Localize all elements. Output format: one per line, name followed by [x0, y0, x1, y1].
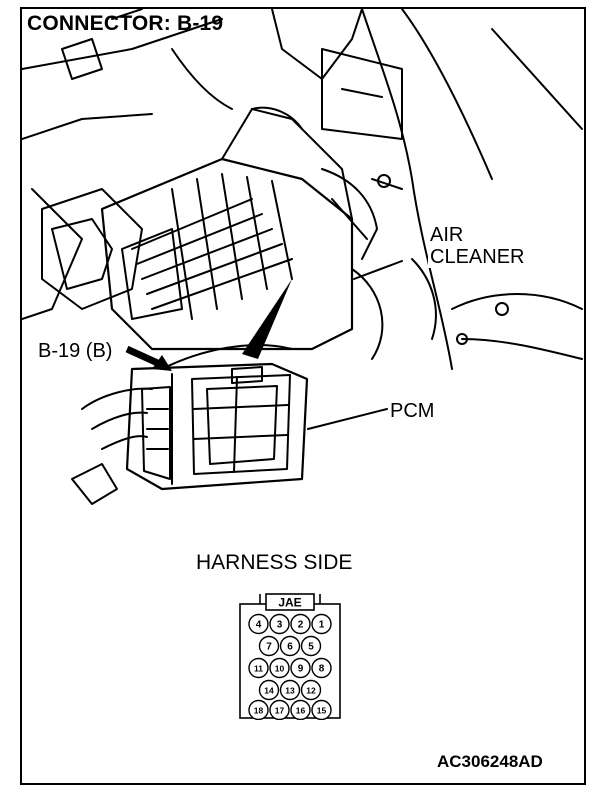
pin-9-label: 9	[298, 664, 304, 675]
air-cleaner-label-line2: CLEANER	[430, 246, 525, 268]
pin-18-circle	[248, 699, 269, 720]
pin-6-label: 6	[287, 642, 293, 653]
pin-15-label: 15	[317, 706, 327, 716]
pin-2-label: 2	[298, 620, 304, 631]
connector-latch	[265, 593, 315, 611]
connector-maker: JAE	[278, 596, 301, 610]
pin-16-circle	[290, 699, 311, 720]
pin-12-label: 12	[306, 686, 316, 696]
air-cleaner-label-line1: AIR	[430, 224, 464, 246]
pin-11-circle	[248, 657, 269, 679]
figure-code: AC306248AD	[437, 752, 543, 771]
figure-frame	[20, 7, 586, 785]
pin-12-circle	[300, 679, 322, 701]
harness-side-caption: HARNESS SIDE	[196, 551, 353, 574]
pin-3-label: 3	[277, 620, 283, 631]
pcm-label: PCM	[390, 400, 435, 422]
pin-8-circle	[311, 657, 332, 679]
pin-1-circle	[311, 613, 332, 635]
pin-11-label: 11	[254, 664, 263, 674]
pin-7-circle	[258, 635, 280, 657]
connector-ref-label: B-19 (B)	[36, 340, 115, 362]
pin-3-circle	[269, 613, 290, 635]
pin-13-circle	[279, 679, 301, 701]
air-cleaner-label: AIR CLEANER	[428, 224, 527, 268]
page-title: CONNECTOR: B-19	[27, 12, 224, 35]
pin-8-label: 8	[319, 664, 325, 675]
pin-13-label: 13	[285, 686, 295, 696]
pin-10-label: 10	[275, 664, 285, 674]
pin-17-circle	[269, 699, 290, 720]
pin-16-label: 16	[296, 706, 306, 716]
pin-4-label: 4	[256, 620, 262, 631]
pin-4-circle	[248, 613, 269, 635]
engine-bay-illustration	[22, 9, 583, 505]
pin-15-circle	[311, 699, 332, 720]
pin-17-label: 17	[275, 706, 285, 716]
pin-1-label: 1	[319, 620, 325, 631]
pin-6-circle	[279, 635, 301, 657]
pin-14-label: 14	[264, 686, 274, 696]
pin-5-label: 5	[308, 642, 314, 653]
pin-2-circle	[290, 613, 311, 635]
pin-10-circle	[269, 657, 290, 679]
pin-14-circle	[258, 679, 280, 701]
pin-18-label: 18	[254, 706, 264, 716]
pin-9-circle	[290, 657, 311, 679]
pin-5-circle	[300, 635, 322, 657]
pin-7-label: 7	[266, 642, 272, 653]
